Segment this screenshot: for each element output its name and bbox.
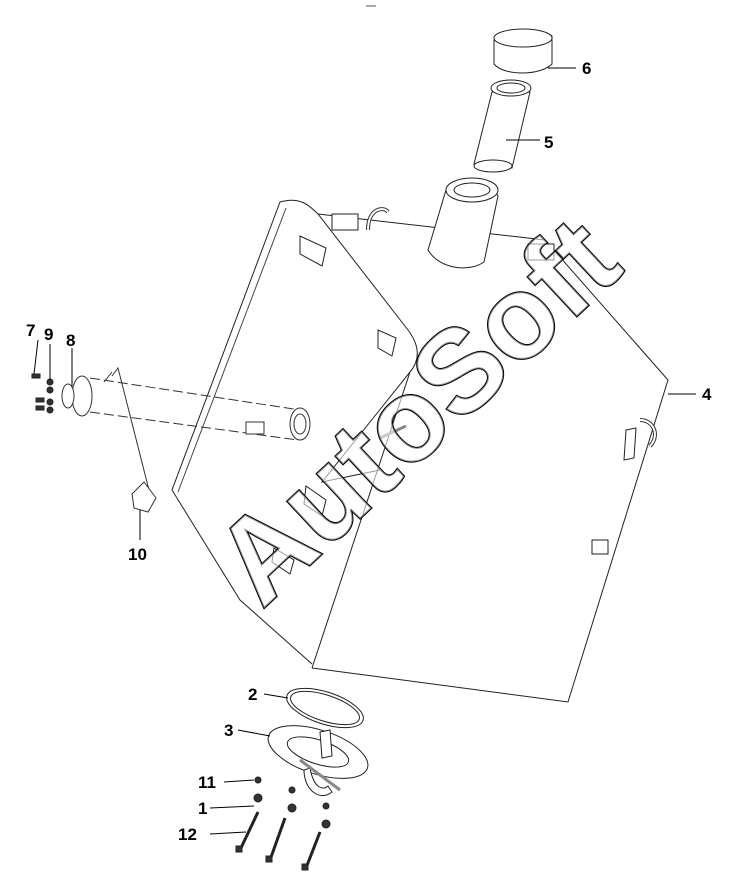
filler-cap xyxy=(493,28,553,74)
callout-8: 8 xyxy=(66,331,75,350)
callout-3: 3 xyxy=(224,721,233,740)
callout-6: 6 xyxy=(582,59,591,78)
callout-labels: 6 5 4 7 9 8 10 2 3 11 1 12 xyxy=(26,59,712,844)
sender-fasteners xyxy=(31,373,54,414)
bolt-sets xyxy=(235,776,331,871)
callout-4: 4 xyxy=(702,385,712,404)
watermark-fill: AutoSoft xyxy=(190,193,644,629)
pump-flange xyxy=(267,725,369,797)
level-sender-tube xyxy=(61,366,311,513)
callout-10: 10 xyxy=(128,545,147,564)
callout-9: 9 xyxy=(44,325,53,344)
callout-11: 11 xyxy=(198,773,216,792)
callout-5: 5 xyxy=(544,133,553,152)
fuel-tank xyxy=(171,199,669,703)
callout-2: 2 xyxy=(248,685,257,704)
leader-lines xyxy=(33,67,696,835)
callout-12: 12 xyxy=(178,825,197,844)
callout-1: 1 xyxy=(198,799,207,818)
gasket-ring xyxy=(286,687,364,729)
filler-neck-base xyxy=(427,177,499,269)
filler-neck xyxy=(473,79,532,173)
callout-7: 7 xyxy=(26,321,35,340)
